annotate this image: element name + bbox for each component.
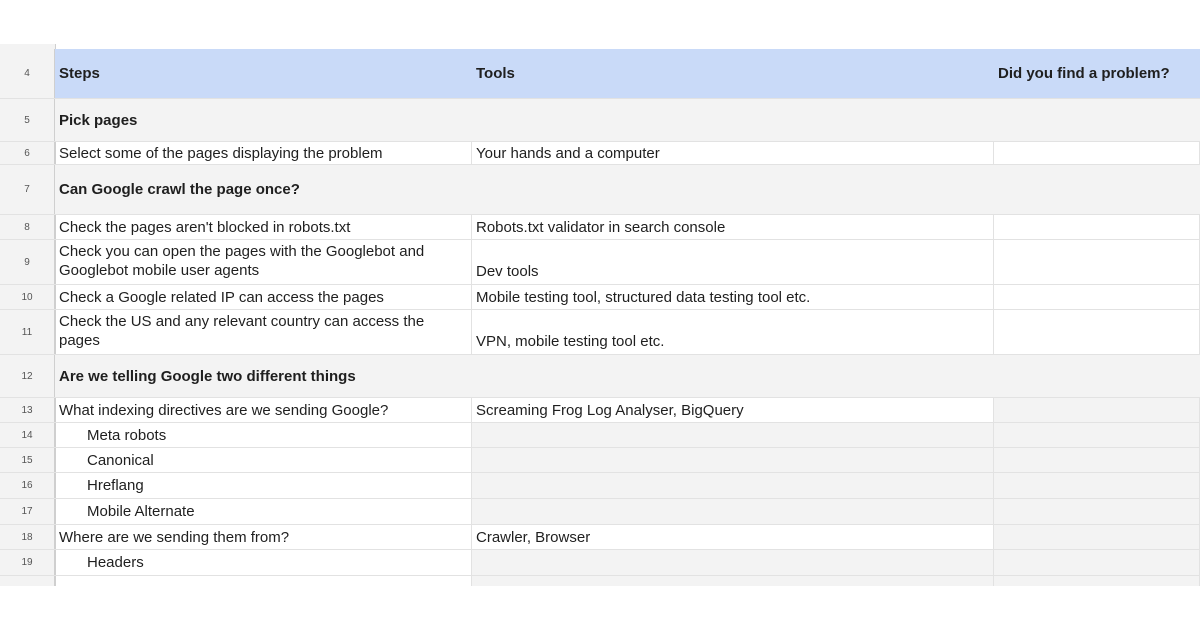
step-cell[interactable]: [55, 576, 472, 586]
step-cell[interactable]: Meta robots: [55, 423, 472, 447]
problem-cell[interactable]: [994, 310, 1200, 354]
section-row: 12 Are we telling Google two different t…: [0, 355, 1200, 398]
row-number[interactable]: 7: [0, 165, 55, 214]
tool-cell[interactable]: Mobile testing tool, structured data tes…: [472, 285, 994, 309]
problem-cell[interactable]: [994, 473, 1200, 498]
table-row: 10 Check a Google related IP can access …: [0, 285, 1200, 310]
row-number[interactable]: 8: [0, 215, 55, 239]
row-number[interactable]: [0, 576, 55, 586]
step-cell[interactable]: Check you can open the pages with the Go…: [55, 240, 472, 284]
section-title[interactable]: Are we telling Google two different thin…: [55, 355, 1200, 397]
row-number[interactable]: 14: [0, 423, 55, 447]
tool-cell[interactable]: Your hands and a computer: [472, 142, 994, 164]
table-row: 11 Check the US and any relevant country…: [0, 310, 1200, 355]
section-title[interactable]: Can Google crawl the page once?: [55, 165, 1200, 214]
header-steps[interactable]: Steps: [55, 49, 472, 98]
table-row: 19 Headers: [0, 550, 1200, 576]
table-row: 9 Check you can open the pages with the …: [0, 240, 1200, 285]
tool-cell[interactable]: [472, 473, 994, 498]
problem-cell[interactable]: [994, 240, 1200, 284]
row-number[interactable]: 18: [0, 525, 55, 549]
tool-cell[interactable]: Screaming Frog Log Analyser, BigQuery: [472, 398, 994, 422]
step-cell[interactable]: Check the US and any relevant country ca…: [55, 310, 472, 354]
row-number[interactable]: 4: [0, 49, 55, 98]
step-cell[interactable]: Canonical: [55, 448, 472, 472]
tool-cell[interactable]: Crawler, Browser: [472, 525, 994, 549]
step-cell[interactable]: Mobile Alternate: [55, 499, 472, 524]
row-number[interactable]: 15: [0, 448, 55, 472]
tool-cell[interactable]: Robots.txt validator in search console: [472, 215, 994, 239]
step-cell[interactable]: Where are we sending them from?: [55, 525, 472, 549]
problem-cell[interactable]: [994, 142, 1200, 164]
header-row: 4 Steps Tools Did you find a problem?: [0, 49, 1200, 99]
section-title[interactable]: Pick pages: [55, 99, 1200, 141]
tool-cell[interactable]: VPN, mobile testing tool etc.: [472, 310, 994, 354]
table-row-partial: [0, 576, 1200, 586]
problem-cell[interactable]: [994, 448, 1200, 472]
table-row: 6 Select some of the pages displaying th…: [0, 142, 1200, 165]
tool-cell[interactable]: Dev tools: [472, 240, 994, 284]
spreadsheet-grid: 4 Steps Tools Did you find a problem? 5 …: [0, 44, 1200, 586]
problem-cell[interactable]: [994, 550, 1200, 575]
problem-cell[interactable]: [994, 215, 1200, 239]
row-number[interactable]: 5: [0, 99, 55, 141]
table-row: 14 Meta robots: [0, 423, 1200, 448]
row-number[interactable]: 19: [0, 550, 55, 575]
table-row: 17 Mobile Alternate: [0, 499, 1200, 525]
problem-cell[interactable]: [994, 576, 1200, 586]
problem-cell[interactable]: [994, 525, 1200, 549]
problem-cell[interactable]: [994, 285, 1200, 309]
tool-cell[interactable]: [472, 550, 994, 575]
row-number[interactable]: 16: [0, 473, 55, 498]
tool-cell[interactable]: [472, 423, 994, 447]
row-number[interactable]: 17: [0, 499, 55, 524]
header-problem[interactable]: Did you find a problem?: [994, 49, 1200, 98]
step-cell[interactable]: What indexing directives are we sending …: [55, 398, 472, 422]
tool-cell[interactable]: [472, 448, 994, 472]
problem-cell[interactable]: [994, 398, 1200, 422]
step-cell[interactable]: Hreflang: [55, 473, 472, 498]
step-cell[interactable]: Select some of the pages displaying the …: [55, 142, 472, 164]
step-cell[interactable]: Headers: [55, 550, 472, 575]
header-tools[interactable]: Tools: [472, 49, 994, 98]
section-row: 5 Pick pages: [0, 99, 1200, 142]
section-row: 7 Can Google crawl the page once?: [0, 165, 1200, 215]
tool-cell[interactable]: [472, 576, 994, 586]
table-row: 8 Check the pages aren't blocked in robo…: [0, 215, 1200, 240]
row-number[interactable]: 11: [0, 310, 55, 354]
table-row: 18 Where are we sending them from? Crawl…: [0, 525, 1200, 550]
problem-cell[interactable]: [994, 499, 1200, 524]
step-cell[interactable]: Check the pages aren't blocked in robots…: [55, 215, 472, 239]
step-cell[interactable]: Check a Google related IP can access the…: [55, 285, 472, 309]
row-number[interactable]: 9: [0, 240, 55, 284]
row-number[interactable]: 12: [0, 355, 55, 397]
row-number[interactable]: 10: [0, 285, 55, 309]
table-row: 13 What indexing directives are we sendi…: [0, 398, 1200, 423]
row-number[interactable]: 6: [0, 142, 55, 164]
row-number[interactable]: 13: [0, 398, 55, 422]
table-row: 16 Hreflang: [0, 473, 1200, 499]
table-row: 15 Canonical: [0, 448, 1200, 473]
problem-cell[interactable]: [994, 423, 1200, 447]
tool-cell[interactable]: [472, 499, 994, 524]
